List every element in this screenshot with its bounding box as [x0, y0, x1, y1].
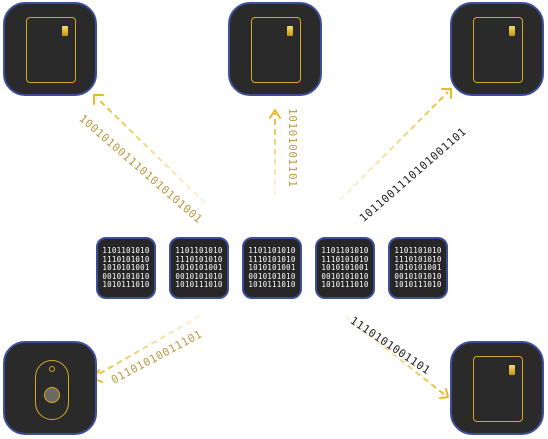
- packet-line: 0010101010: [175, 271, 223, 281]
- data-packet: 1101101010 1110101010 1010101001 0010101…: [242, 237, 302, 299]
- bit-stream-to-top-center: 10101001101: [286, 108, 299, 188]
- device-bottom-right: [450, 341, 544, 435]
- packet-line: 1101101010: [321, 246, 369, 255]
- packet-line: 1110101010: [175, 254, 223, 264]
- device-top-left: [3, 2, 97, 96]
- packet-line: 1110101010: [321, 254, 369, 264]
- packet-line: 1101101010: [394, 246, 442, 255]
- packet-line: 1010101001: [321, 263, 369, 273]
- card-icon: [26, 17, 76, 83]
- data-packet: 1101101010 1110101010 1010101001 0010101…: [169, 237, 229, 299]
- packet-line: 1010101001: [102, 263, 150, 273]
- packet-line: 1010111010: [248, 280, 296, 290]
- data-packet: 1101101010 1110101010 1010101001 0010101…: [96, 237, 156, 299]
- card-icon: [473, 17, 523, 83]
- packet-line: 1110101010: [394, 254, 442, 264]
- key-fob-button: [44, 387, 60, 403]
- device-top-right: [450, 2, 544, 96]
- card-icon: [251, 17, 301, 83]
- data-packet: 1101101010 1110101010 1010101001 0010101…: [388, 237, 448, 299]
- packet-line: 1010101001: [175, 263, 223, 273]
- packet-line: 0010101010: [248, 271, 296, 281]
- packet-line: 1101101010: [102, 246, 150, 255]
- chip-icon: [62, 26, 68, 36]
- packet-line: 1010111010: [394, 280, 442, 290]
- arrow-to-top-left: [96, 97, 206, 204]
- arrowhead-top-left: [93, 94, 104, 105]
- packet-line: 1010101001: [248, 263, 296, 273]
- packet-line: 1110101010: [248, 254, 296, 264]
- packet-line: 1110101010: [102, 254, 150, 264]
- packet-line: 0010101010: [102, 271, 150, 281]
- key-fob-icon: [35, 360, 69, 420]
- chip-icon: [509, 26, 515, 36]
- card-icon: [473, 356, 523, 422]
- chip-icon: [509, 365, 515, 375]
- chip-icon: [287, 26, 293, 36]
- key-fob-ring-hole: [49, 366, 55, 372]
- packet-line: 1101101010: [248, 246, 296, 255]
- arrow-to-top-right: [339, 91, 449, 201]
- packet-line: 1101101010: [175, 246, 223, 255]
- packet-line: 0010101010: [394, 271, 442, 281]
- packet-line: 1010101001: [394, 263, 442, 273]
- arrowhead-top-center: [269, 109, 281, 119]
- packet-line: 0010101010: [321, 271, 369, 281]
- arrowhead-top-right: [441, 88, 452, 99]
- packet-line: 1010111010: [321, 280, 369, 290]
- packet-line: 1010111010: [102, 280, 150, 290]
- data-packet: 1101101010 1110101010 1010101001 0010101…: [315, 237, 375, 299]
- device-bottom-left: [3, 341, 97, 435]
- arrowhead-bottom-right: [439, 388, 449, 399]
- packet-line: 1010111010: [175, 280, 223, 290]
- arrow-to-bottom-right: [344, 315, 446, 396]
- device-top-center: [228, 2, 322, 96]
